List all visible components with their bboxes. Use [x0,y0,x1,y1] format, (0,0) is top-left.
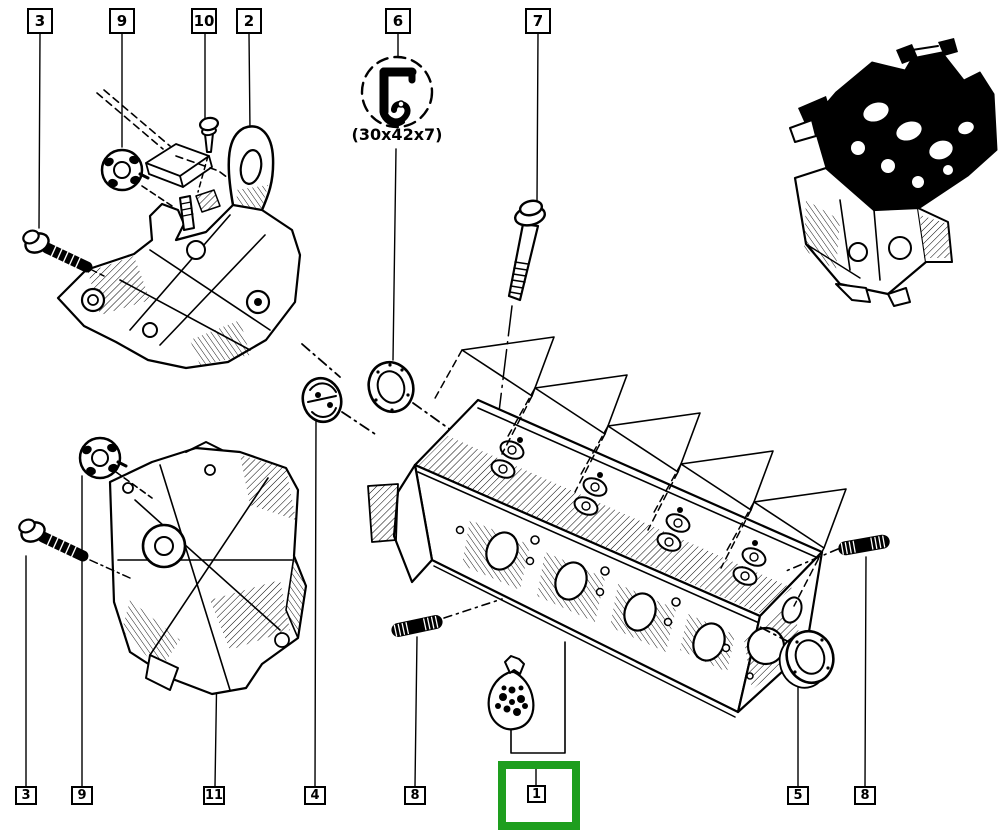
callout-bottom-9[interactable]: 9 [71,786,93,805]
cylinder-head[interactable] [367,398,824,718]
callout-bottom-8b[interactable]: 8 [854,786,876,805]
callout-bottom-1-highlighted[interactable]: 1 [527,785,546,803]
part-9-grommet-lower[interactable] [78,436,153,499]
callout-bottom-8[interactable]: 8 [404,786,426,805]
part-11-mount-bracket-lower[interactable] [108,441,308,696]
callout-top-10[interactable]: 10 [191,8,217,34]
part-7-head-bolt[interactable] [497,199,547,421]
part-9-grommet-upper[interactable] [100,148,173,207]
part-3-bolt-lower[interactable] [17,517,131,579]
callout-top-6[interactable]: 6 [385,8,411,34]
callout-top-9[interactable]: 9 [109,8,135,34]
kit-highlight-box [498,761,580,830]
callout-bottom-11[interactable]: 11 [203,786,225,805]
callout-bottom-4[interactable]: 4 [304,786,326,805]
part-1-gasket-kit-bag[interactable] [487,655,535,731]
part-2-mount-bracket-upper[interactable] [56,89,302,370]
callout-bottom-5[interactable]: 5 [787,786,809,805]
callout-top-3[interactable]: 3 [27,8,53,34]
part-8-stud-right[interactable] [785,532,892,572]
part-10-bolt[interactable] [197,116,220,193]
part-6-seal-cross-section: (30x42x7) [352,55,443,144]
callout-top-2[interactable]: 2 [236,8,262,34]
leader-lines [25,33,867,787]
part-6-oil-seal[interactable] [301,343,466,444]
part-4-cap-seal[interactable] [298,374,379,437]
part-8-stud-left[interactable] [389,598,503,639]
callout-bottom-3[interactable]: 3 [15,786,37,805]
engine-overview-thumbnail[interactable] [789,38,998,307]
valve-position-flags [433,336,847,607]
part-3-bolt-upper[interactable] [21,228,105,277]
part-5-oil-seal[interactable] [759,625,840,694]
valve-springs [490,437,767,586]
seal-dimensions-label: (30x42x7) [352,125,443,144]
callout-top-7[interactable]: 7 [525,8,551,34]
